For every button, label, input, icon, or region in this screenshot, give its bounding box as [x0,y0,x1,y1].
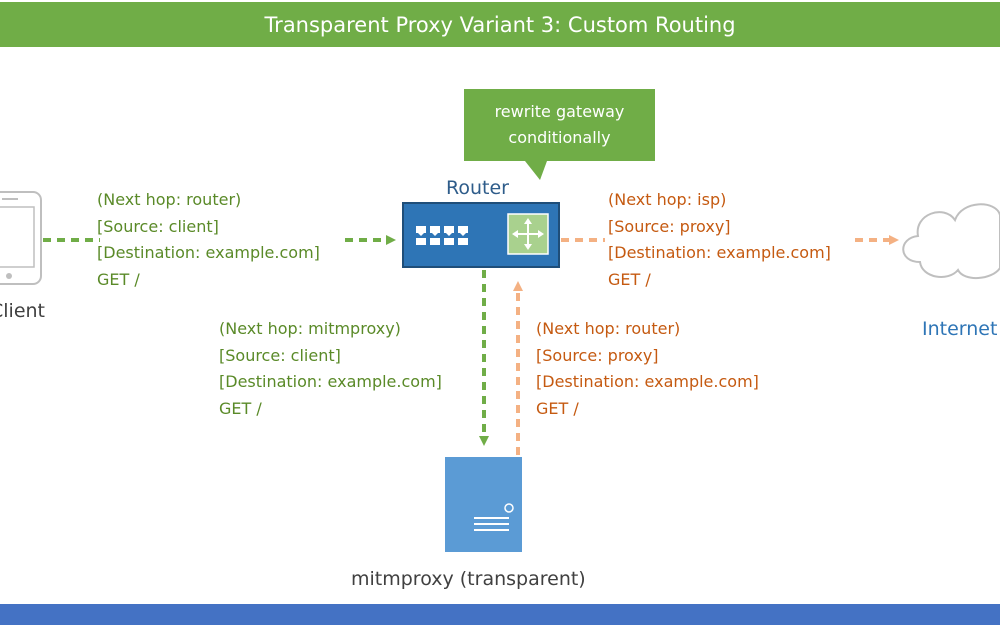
phone-icon [0,191,42,285]
cloud-icon [902,203,1000,279]
message-line: GET / [536,398,579,418]
message-line: (Next hop: router) [536,319,681,338]
callout-bubble [464,89,655,180]
message-line: [Destination: example.com] [219,372,442,391]
message-line: [Destination: example.com] [97,243,320,262]
router-label: Router [446,177,509,199]
diagram-title: Transparent Proxy Variant 3: Custom Rout… [0,2,1000,47]
message-line: [Source: client] [97,216,219,236]
client-label: Client [0,300,46,322]
message-line: [Destination: example.com] [608,243,831,262]
message-line: (Next hop: isp) [608,190,727,209]
callout-text: rewrite gateway conditionally [464,89,655,161]
message-client-to-router: (Next hop: router) [Source: client] [Des… [97,187,320,293]
message-line: (Next hop: router) [97,190,242,209]
internet-label: Internet [922,318,998,340]
message-line: GET / [219,398,262,418]
callout-line: conditionally [508,128,611,147]
message-line: [Destination: example.com] [536,372,759,391]
message-line: (Next hop: mitmproxy) [219,319,401,338]
message-line: [Source: proxy] [608,216,731,236]
mitmproxy-label: mitmproxy (transparent) [351,568,586,590]
callout-line: rewrite gateway [494,102,625,121]
server-icon [445,457,522,552]
bottom-bar [0,604,1000,625]
message-line: [Source: proxy] [536,345,659,365]
message-router-to-mitmproxy: (Next hop: mitmproxy) [Source: client] [… [219,316,442,422]
message-mitmproxy-to-router: (Next hop: router) [Source: proxy] [Dest… [536,316,759,422]
message-line: [Source: client] [219,345,341,365]
message-line: GET / [97,269,140,289]
message-router-to-isp: (Next hop: isp) [Source: proxy] [Destina… [608,187,831,293]
router-icon [402,202,560,268]
message-line: GET / [608,269,651,289]
